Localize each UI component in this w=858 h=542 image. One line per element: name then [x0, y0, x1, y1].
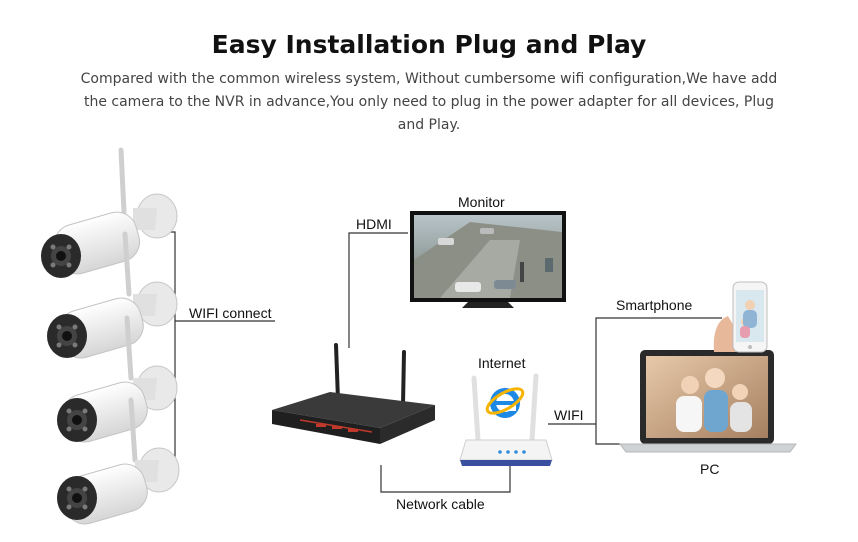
wifi-connect-label: WIFI connect: [189, 305, 272, 321]
camera-1: [41, 147, 178, 278]
laptop-icon: [619, 350, 797, 453]
network-cable-line: [380, 465, 511, 493]
page-title: Easy Installation Plug and Play: [211, 30, 647, 59]
monitor-label: Monitor: [458, 194, 505, 210]
network-cable-label: Network cable: [396, 496, 485, 512]
camera-2: [47, 231, 178, 359]
pc-label: PC: [700, 461, 720, 477]
internet-label: Internet: [478, 355, 526, 371]
nvr-recorder-icon: [272, 343, 435, 444]
wifi-router-icon: [459, 373, 553, 466]
monitor-icon: [410, 211, 566, 308]
hdmi-line: [348, 232, 408, 348]
internet-explorer-icon: [485, 387, 525, 418]
smartphone-icon: [713, 281, 768, 353]
smartphone-link-line: [595, 317, 722, 445]
page-description: Compared with the common wireless system…: [80, 71, 778, 133]
camera-3: [57, 315, 178, 443]
camera-bracket-line: [152, 231, 176, 483]
camera-4: [57, 397, 180, 525]
hdmi-label: HDMI: [356, 216, 392, 232]
wifi-label: WIFI: [554, 407, 584, 423]
smartphone-label: Smartphone: [616, 297, 693, 313]
